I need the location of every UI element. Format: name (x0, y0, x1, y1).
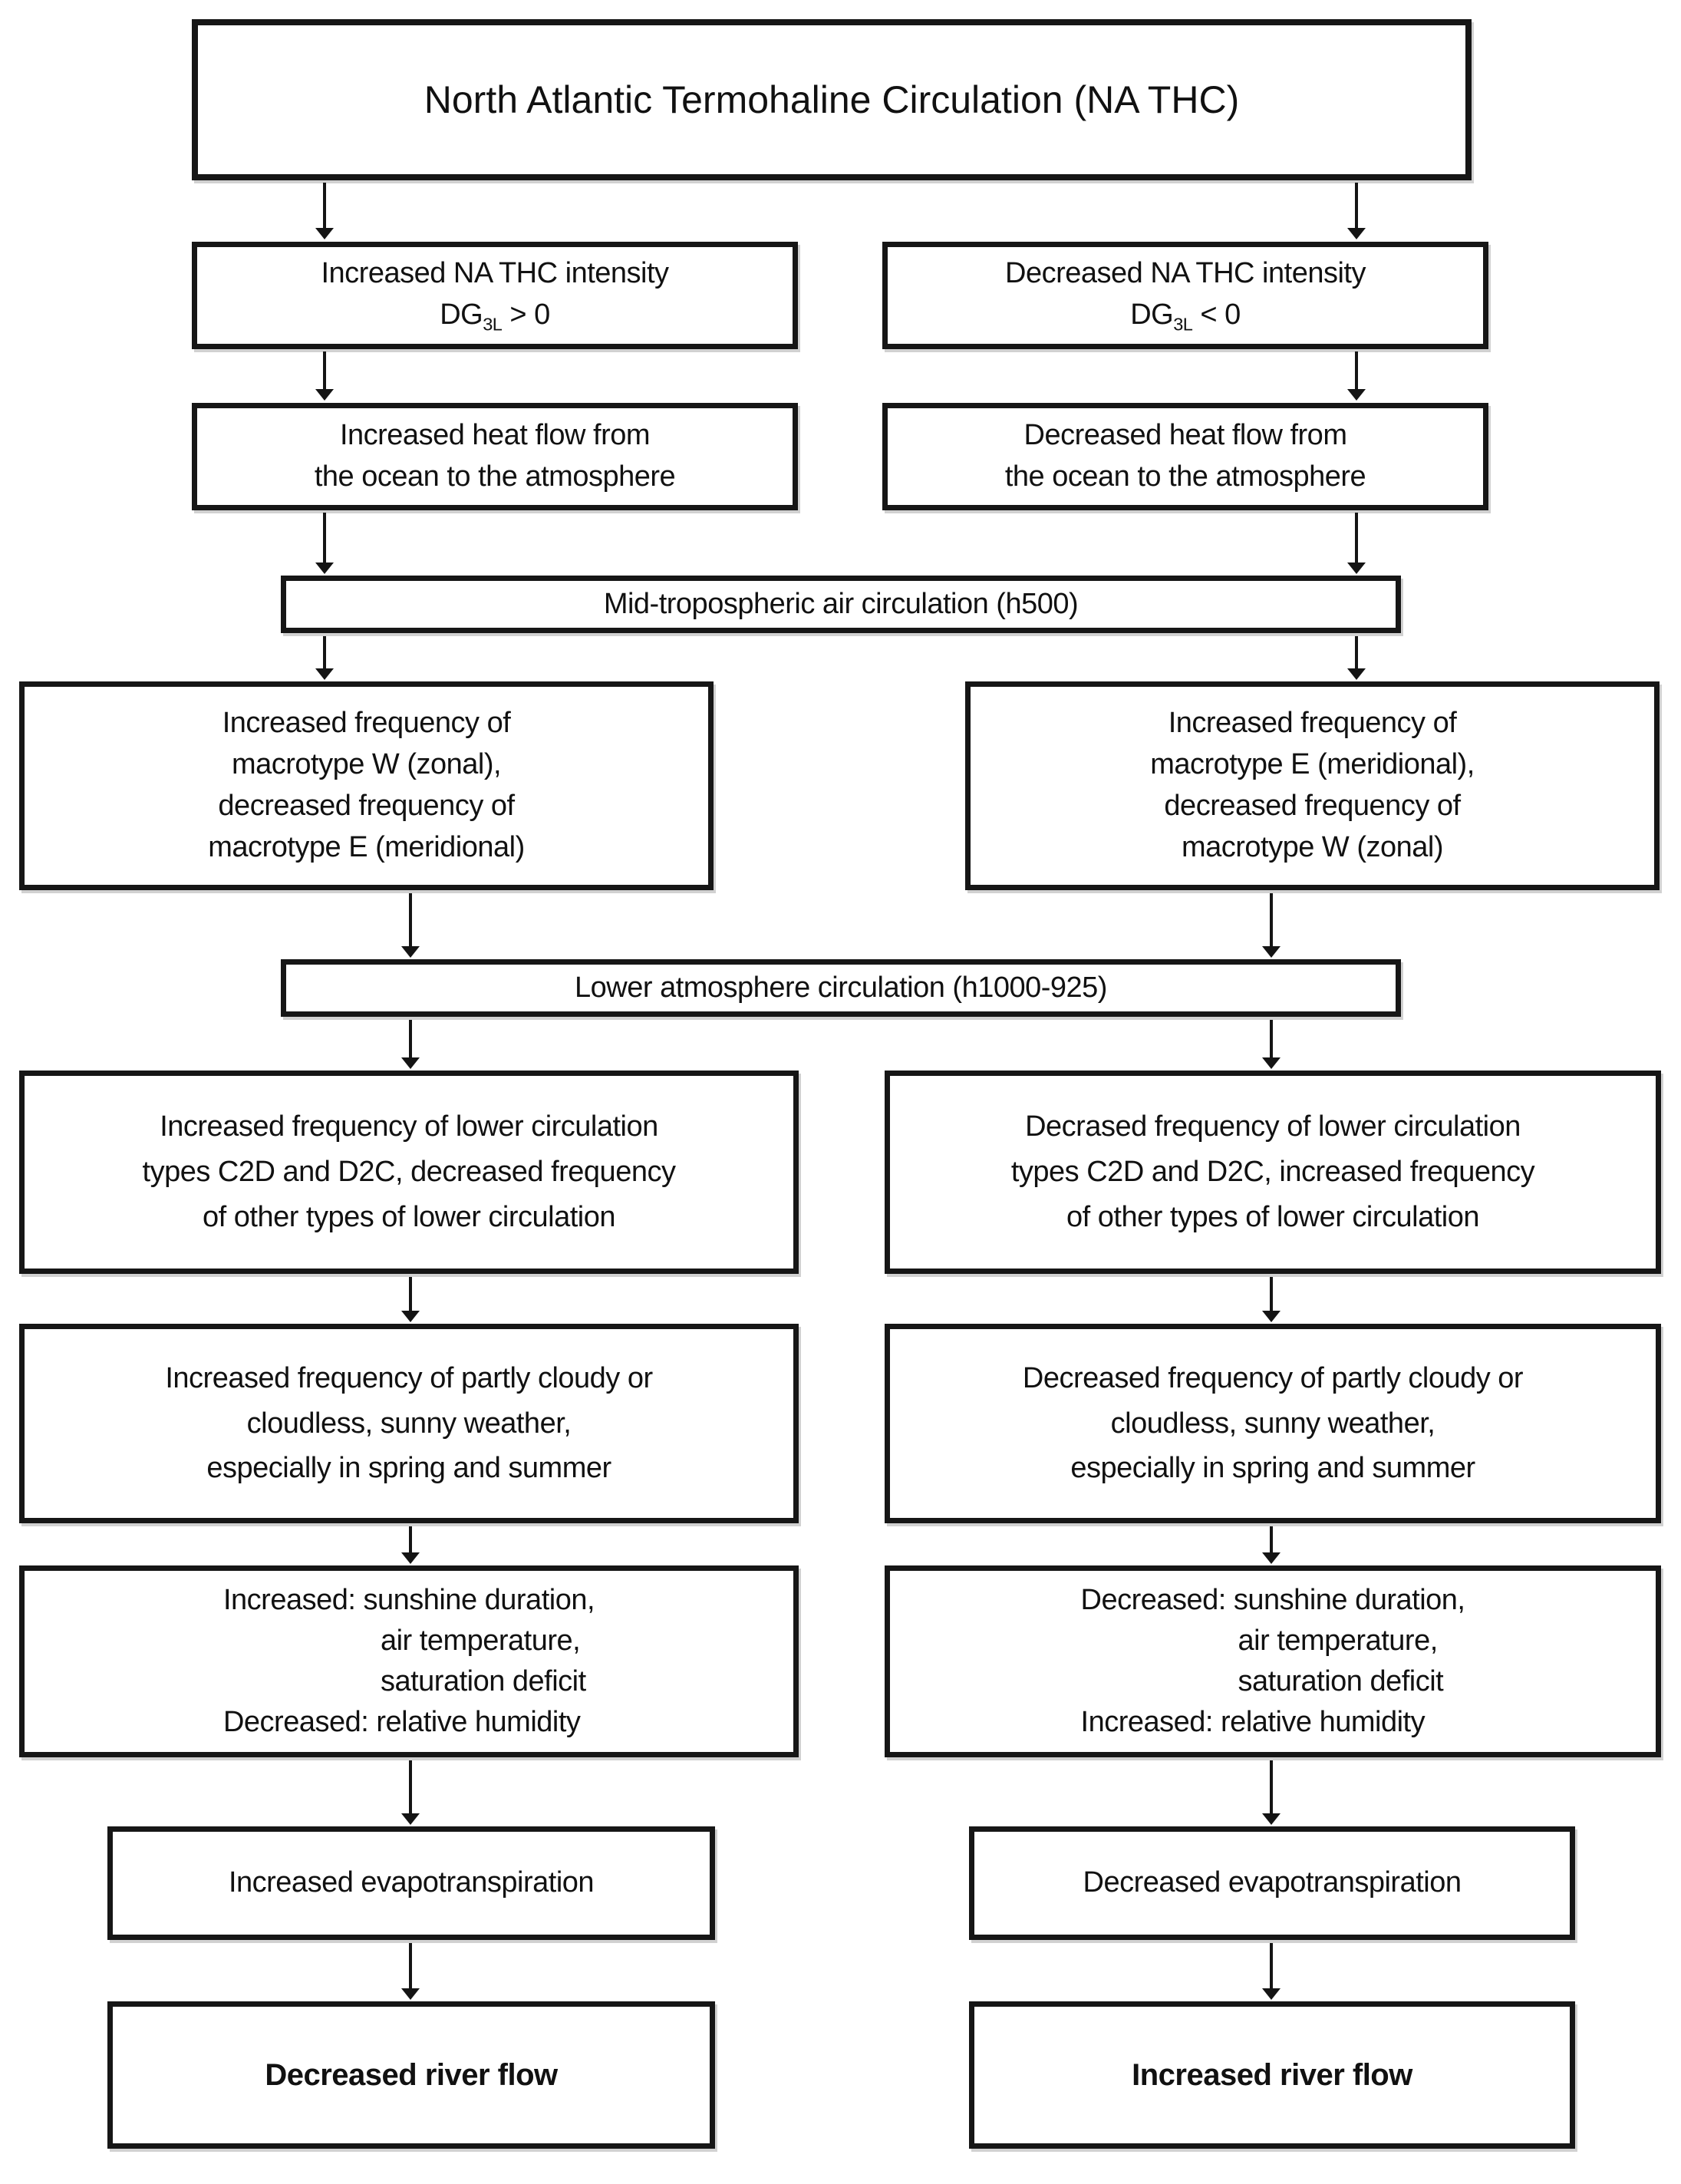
arrow-down-icon (400, 1943, 420, 2000)
text-line: Decreased: sunshine duration, (1080, 1583, 1465, 1616)
text-line: Increased NA THC intensity (321, 257, 669, 289)
lower-atmosphere-box: Lower atmosphere circulation (h1000-925) (281, 959, 1401, 1017)
decreased-heat-flow-box: Decreased heat flow from the ocean to th… (882, 403, 1488, 510)
text-line: Increased frequency of partly cloudy or (165, 1361, 653, 1394)
climate-elements-text: Decreased: sunshine duration, air temper… (1081, 1580, 1465, 1744)
formula-base: DG (440, 298, 483, 331)
arrow-down-icon (315, 351, 335, 401)
formula-subscript: 3L (1173, 314, 1193, 335)
text-line: of other types of lower circulation (203, 1200, 616, 1233)
text-line: Increased frequency of (222, 707, 511, 740)
arrow-down-icon (400, 1526, 420, 1564)
formula-rest: < 0 (1200, 298, 1241, 331)
text-line: Lower atmosphere circulation (h1000-925) (575, 971, 1107, 1004)
text-line: of other types of lower circulation (1066, 1200, 1480, 1233)
increased-thc-intensity-box: Increased NA THC intensity DG3L > 0 (192, 242, 798, 349)
macrotype-e-box: Increased frequency of macrotype E (meri… (965, 681, 1660, 890)
arrow-down-icon (1261, 1020, 1281, 1069)
text-line: decreased frequency of (1164, 790, 1461, 822)
title-text: North Atlantic Termohaline Circulation (… (424, 78, 1240, 121)
text-line: saturation deficit (380, 1665, 586, 1697)
decreased-thc-intensity-box: Decreased NA THC intensity DG3L < 0 (882, 242, 1488, 349)
arrow-down-icon (315, 183, 335, 239)
text-line: types C2D and D2C, decreased frequency (142, 1156, 676, 1189)
decreased-sunny-weather-box: Decreased frequency of partly cloudy or … (885, 1324, 1661, 1523)
arrow-down-icon (400, 1277, 420, 1322)
increased-sunny-weather-box: Increased frequency of partly cloudy or … (19, 1324, 799, 1523)
text-line: macrotype E (meridional), (1150, 748, 1475, 781)
text-line: Decreased evapotranspiration (1083, 1866, 1462, 1899)
arrow-down-icon (1346, 636, 1366, 680)
text-line: air temperature, (1238, 1624, 1439, 1657)
text-line: the ocean to the atmosphere (314, 460, 676, 493)
increased-lower-circulation-box: Increased frequency of lower circulation… (19, 1071, 799, 1274)
arrow-down-icon (1261, 1526, 1281, 1564)
title-box: North Atlantic Termohaline Circulation (… (192, 19, 1472, 180)
arrow-down-icon (1261, 1943, 1281, 2000)
text-line: macrotype W (zonal), (231, 748, 502, 781)
text-line: Mid-tropospheric air circulation (h500) (603, 587, 1079, 620)
formula-base: DG (1130, 298, 1174, 331)
text-line: Decreased NA THC intensity (1005, 257, 1366, 289)
text-line: Increased frequency of (1168, 707, 1457, 740)
text-line: cloudless, sunny weather, (1110, 1407, 1435, 1440)
arrow-down-icon (1261, 1277, 1281, 1322)
text-line: Increased evapotranspiration (228, 1866, 595, 1899)
text-line: especially in spring and summer (1070, 1452, 1475, 1485)
left-climate-elements-box: Increased: sunshine duration, air temper… (19, 1565, 799, 1757)
arrow-down-icon (400, 1020, 420, 1069)
text-line: Decreased: relative humidity (222, 1706, 581, 1739)
arrow-down-icon (1346, 351, 1366, 401)
arrow-down-icon (1346, 513, 1366, 574)
text-line: Decreased river flow (265, 2057, 558, 2092)
formula-subscript: 3L (483, 314, 503, 335)
arrow-down-icon (400, 893, 420, 958)
text-line: macrotype W (zonal) (1181, 830, 1444, 863)
arrow-down-icon (1346, 183, 1366, 239)
increased-evapotranspiration-box: Increased evapotranspiration (107, 1826, 715, 1940)
formula-line: DG3L < 0 (1130, 295, 1241, 338)
formula-line: DG3L > 0 (440, 295, 550, 338)
arrow-down-icon (1261, 893, 1281, 958)
arrow-down-icon (315, 636, 335, 680)
increased-river-flow-box: Increased river flow (969, 2001, 1575, 2149)
text-line: the ocean to the atmosphere (1004, 460, 1366, 493)
right-climate-elements-box: Decreased: sunshine duration, air temper… (885, 1565, 1661, 1757)
text-line: air temperature, (380, 1624, 581, 1657)
arrow-down-icon (315, 513, 335, 574)
text-line: Increased river flow (1132, 2057, 1412, 2092)
arrow-down-icon (400, 1760, 420, 1825)
arrow-down-icon (1261, 1760, 1281, 1825)
text-line: types C2D and D2C, increased frequency (1010, 1156, 1535, 1189)
text-line: cloudless, sunny weather, (246, 1407, 572, 1440)
text-line: especially in spring and summer (206, 1452, 611, 1485)
macrotype-w-box: Increased frequency of macrotype W (zona… (19, 681, 714, 890)
text-line: decreased frequency of (218, 790, 515, 822)
decreased-lower-circulation-box: Decrased frequency of lower circulation … (885, 1071, 1661, 1274)
decreased-river-flow-box: Decreased river flow (107, 2001, 715, 2149)
text-line: Increased: sunshine duration, (222, 1583, 595, 1616)
text-line: Decreased frequency of partly cloudy or (1022, 1361, 1524, 1394)
formula-rest: > 0 (509, 298, 550, 331)
text-line: Decreased heat flow from (1023, 419, 1347, 452)
text-line: saturation deficit (1238, 1665, 1444, 1697)
text-line: Increased: relative humidity (1080, 1706, 1426, 1739)
text-line: macrotype E (meridional) (208, 830, 525, 863)
decreased-evapotranspiration-box: Decreased evapotranspiration (969, 1826, 1575, 1940)
climate-elements-text: Increased: sunshine duration, air temper… (223, 1580, 595, 1744)
increased-heat-flow-box: Increased heat flow from the ocean to th… (192, 403, 798, 510)
mid-tropospheric-box: Mid-tropospheric air circulation (h500) (281, 576, 1401, 633)
text-line: Increased heat flow from (339, 419, 651, 452)
text-line: Increased frequency of lower circulation (160, 1110, 658, 1143)
text-line: Decrased frequency of lower circulation (1025, 1110, 1521, 1143)
